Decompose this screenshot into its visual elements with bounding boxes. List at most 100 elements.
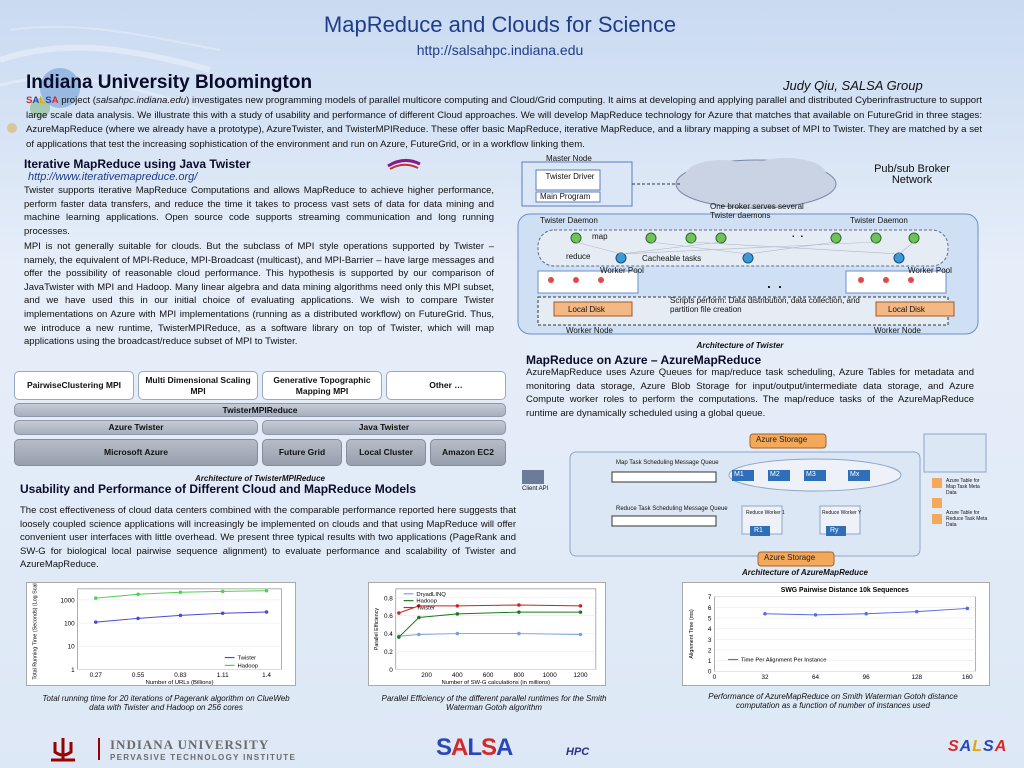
twister-driver-label: Twister Driver xyxy=(545,172,595,181)
x-tick-label: 64 xyxy=(812,674,820,681)
master-node-label: Master Node xyxy=(546,154,592,163)
twister-arch-graphic: · · · · xyxy=(517,158,979,335)
azure-storage-bottom: Azure Storage xyxy=(764,553,816,562)
client-api-label: Client API xyxy=(522,486,549,492)
stack-app-gtm: Generative Topographic Mapping MPI xyxy=(262,371,382,400)
stack-app-other: Other … xyxy=(386,371,506,400)
iterative-paragraph-2: MPI is not generally suitable for clouds… xyxy=(24,241,494,348)
data-point xyxy=(94,620,98,624)
intro-paragraph: SALSA project (salsahpc.indiana.edu) inv… xyxy=(26,94,982,152)
worker-pool-right: Worker Pool xyxy=(908,266,952,275)
data-point xyxy=(178,613,183,618)
legend-label: Twister xyxy=(238,656,257,662)
data-point xyxy=(455,604,460,608)
y-tick-label: 1000 xyxy=(61,597,76,604)
map-queue-label: Map Task Scheduling Message Queue xyxy=(616,460,719,466)
worker-node-right: Worker Node xyxy=(874,326,921,335)
x-tick-label: 160 xyxy=(962,674,973,681)
chart-caption-2: Parallel Efficiency of the different par… xyxy=(381,694,607,712)
data-point xyxy=(578,632,583,637)
x-axis-label: Number of URLs (Billions) xyxy=(146,680,214,686)
twister-arch-caption: Architecture of Twister xyxy=(696,341,784,350)
stack-platform-ec2: Amazon EC2 xyxy=(430,439,506,466)
x-tick-label: 800 xyxy=(514,672,525,679)
salsa-letter: S xyxy=(983,738,995,755)
iu-subtitle: PERVASIVE TECHNOLOGY INSTITUTE xyxy=(110,753,297,762)
intro-text-a: project ( xyxy=(58,95,96,106)
salsa-letter: A xyxy=(451,734,468,761)
data-point xyxy=(178,590,183,594)
map-table-label: Azure Table for Map Task Meta Data xyxy=(946,478,980,496)
institution-name: Indiana University Bloomington xyxy=(26,72,313,93)
x-tick-label: 32 xyxy=(761,674,769,681)
data-point xyxy=(455,612,460,616)
x-tick-label: 0.83 xyxy=(174,672,187,679)
azure-arch-graphic xyxy=(522,433,987,567)
x-tick-label: 1.4 xyxy=(262,672,271,679)
chart-title: SWG Pairwise Distance 10k Sequences xyxy=(781,587,909,594)
local-disk-left: Local Disk xyxy=(568,305,605,314)
data-point xyxy=(220,611,225,616)
salsa-letter: A xyxy=(32,95,40,106)
chart-caption-1: Total running time for 20 iterations of … xyxy=(42,694,290,712)
data-point xyxy=(864,612,868,616)
y-tick-label: 0 xyxy=(389,667,393,674)
stack-app-pairwise: PairwiseClustering MPI xyxy=(14,371,134,400)
data-point xyxy=(915,609,919,614)
twister-logo-icon xyxy=(387,159,421,170)
plot-area xyxy=(714,596,976,672)
usability-heading: Usability and Performance of Different C… xyxy=(20,482,417,496)
legend-label: Hadoop xyxy=(238,663,259,669)
iterative-heading: Iterative MapReduce using Java Twister xyxy=(24,157,251,171)
y-tick-label: 3 xyxy=(708,637,712,644)
data-point xyxy=(763,612,767,616)
m3-label: M3 xyxy=(806,471,816,478)
poster-url: http://salsahpc.indiana.edu xyxy=(416,42,584,58)
salsa-inline-logo: SALSA xyxy=(26,95,59,106)
legend-label: Hadoop xyxy=(416,599,437,605)
plot-area xyxy=(395,588,597,670)
poster-title: MapReduce and Clouds for Science xyxy=(323,12,677,37)
author-name: Judy Qiu, SALSA Group xyxy=(783,78,923,93)
data-point xyxy=(397,635,401,639)
y-axis-label: Total Running Time (Seconds) (Log Scale) xyxy=(32,582,38,680)
y-tick-label: 2 xyxy=(708,647,712,654)
map-label: map xyxy=(592,232,608,241)
y-tick-label: 0.2 xyxy=(384,649,393,656)
salsa-letter: S xyxy=(436,734,452,761)
data-point xyxy=(220,589,225,594)
legend-label: Twister xyxy=(416,605,435,611)
x-tick-label: 1000 xyxy=(543,672,558,679)
daemon-label-right: Twister Daemon xyxy=(850,216,908,225)
local-disk-right: Local Disk xyxy=(888,305,925,314)
y-tick-label: 0.6 xyxy=(384,613,393,620)
x-tick-label: 128 xyxy=(911,674,922,681)
cacheable-label: Cacheable tasks xyxy=(642,254,702,263)
y-tick-label: 0 xyxy=(708,669,712,676)
stack-layer-twistermpireduce: TwisterMPIReduce xyxy=(14,403,506,417)
salsa-letter: A xyxy=(496,734,513,761)
data-point xyxy=(455,631,460,636)
daemon-label-left: Twister Daemon xyxy=(540,216,598,225)
salsa-hpc-logo: SALSA xyxy=(436,734,513,762)
x-tick-label: 0.27 xyxy=(90,672,103,679)
x-tick-label: 600 xyxy=(483,672,494,679)
azure-arch-caption: Architecture of AzureMapReduce xyxy=(742,568,868,577)
intro-text-b: ) investigates new programming models of… xyxy=(26,95,982,150)
salsa-letter: A xyxy=(51,95,59,106)
twister-architecture-diagram: · · · · Master Node Twister Driver Main … xyxy=(516,154,980,338)
y-tick-label: 1 xyxy=(71,667,75,674)
azure-heading: MapReduce on Azure – AzureMapReduce xyxy=(526,353,762,367)
data-point xyxy=(517,610,521,614)
iterative-url[interactable]: http://www.iterativemapreduce.org/ xyxy=(28,171,198,183)
data-point xyxy=(136,616,140,621)
data-point xyxy=(578,610,583,614)
data-point xyxy=(136,592,140,597)
footer-divider xyxy=(98,738,100,760)
salsa-letter: A xyxy=(994,738,1008,755)
y-tick-label: 6 xyxy=(708,605,712,612)
y-tick-label: 5 xyxy=(708,615,712,622)
azuremapreduce-diagram: Azure Storage Azure Storage Map Task Sch… xyxy=(520,430,990,568)
